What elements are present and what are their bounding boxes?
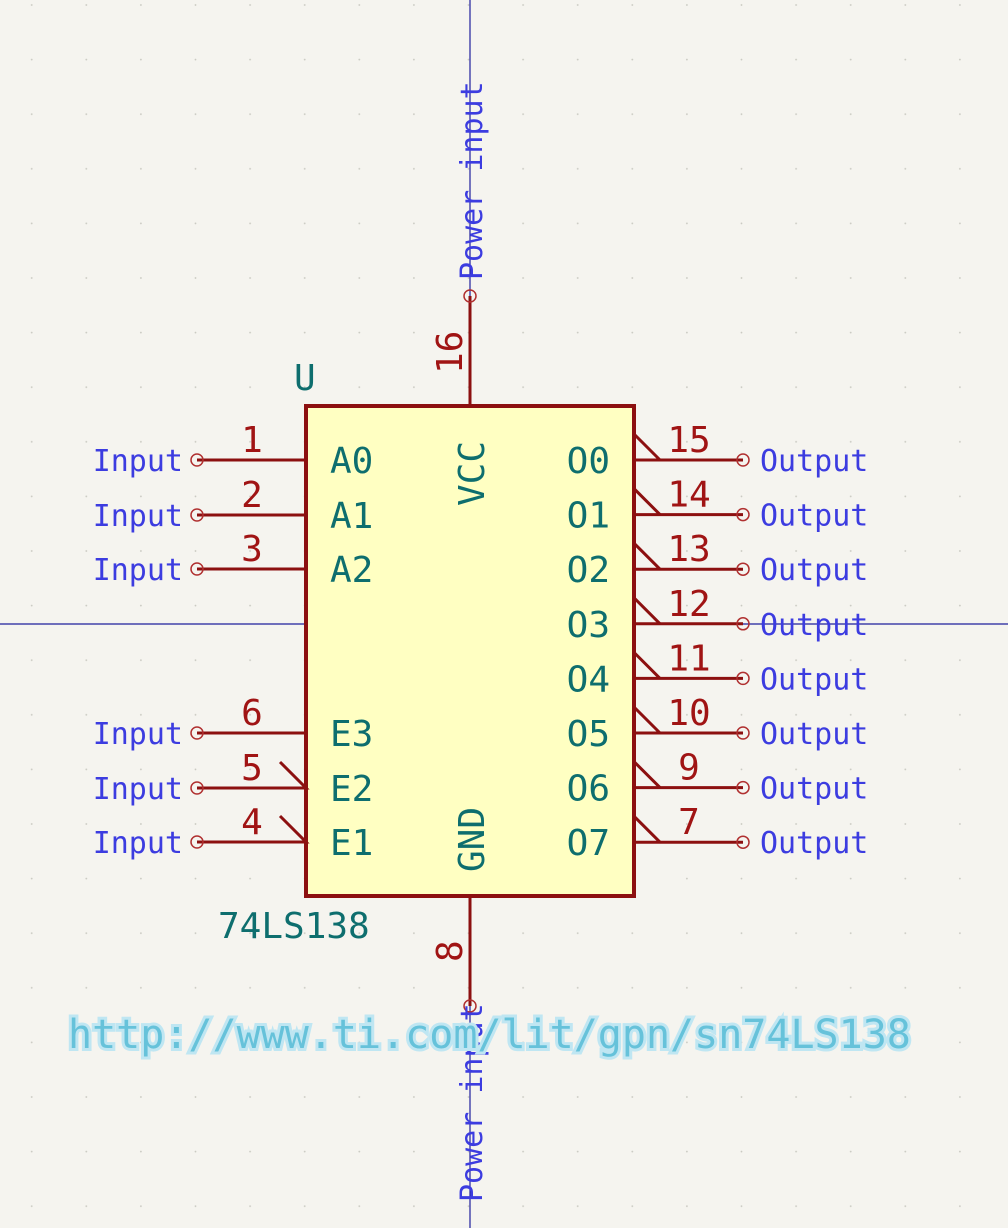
pin-gnd-terminal xyxy=(463,999,477,1013)
pin-e3-number: 6 xyxy=(241,693,263,734)
pin-vcc-number: 16 xyxy=(430,331,471,374)
pin-o1-type: Output xyxy=(760,499,868,534)
pin-e3-terminal xyxy=(190,726,204,740)
pin-o6-type: Output xyxy=(760,772,868,807)
pin-o3-name: O3 xyxy=(567,605,610,646)
pin-e1[interactable]: 4E1 Input xyxy=(93,802,374,864)
pin-o7[interactable]: 7O7 Output xyxy=(567,802,869,864)
component-value: 74LS138 xyxy=(218,906,370,947)
pin-o4-type: Output xyxy=(760,662,868,697)
pin-vcc-type: Power input xyxy=(455,81,490,280)
pin-a0-number: 1 xyxy=(241,420,263,461)
datasheet-url[interactable]: http://www.ti.com/lit/gpn/sn74LS138 xyxy=(65,1009,914,1061)
pin-o0-inversion-mark xyxy=(632,432,662,462)
pin-o6-name: O6 xyxy=(567,769,610,810)
pin-a1-terminal xyxy=(190,508,204,522)
pin-o2-terminal xyxy=(736,562,750,576)
pin-a2-terminal xyxy=(190,562,204,576)
pin-vcc-terminal xyxy=(463,289,477,303)
pin-o1-terminal xyxy=(736,507,750,522)
pin-o7-number: 7 xyxy=(678,802,700,843)
pin-o6[interactable]: 9O6 Output xyxy=(567,748,869,810)
pin-a1-number: 2 xyxy=(241,475,263,516)
pin-o1-number: 14 xyxy=(667,475,710,516)
pin-o6-terminal xyxy=(736,780,750,795)
pin-gnd-number: 8 xyxy=(430,940,471,962)
pin-e1-type: Input xyxy=(93,826,183,861)
pin-vcc-name: VCC xyxy=(452,441,493,506)
pin-o6-inversion-mark xyxy=(632,760,662,789)
pin-a2[interactable]: 3A2 Input xyxy=(93,529,374,591)
pin-e1-number: 4 xyxy=(241,802,263,843)
pin-gnd-type: Power input xyxy=(455,1003,490,1202)
pin-o7-type: Output xyxy=(760,826,868,861)
pin-o7-terminal xyxy=(736,835,750,849)
pin-o3-terminal xyxy=(736,617,750,631)
pin-a1[interactable]: 2A1 Input xyxy=(93,475,374,537)
pin-o2-number: 13 xyxy=(667,529,710,570)
pin-o2-inversion-mark xyxy=(632,542,662,571)
pin-o3-number: 12 xyxy=(667,584,710,625)
pin-o2-type: Output xyxy=(760,553,868,588)
pin-e2-terminal xyxy=(190,781,204,795)
pin-e1-terminal xyxy=(190,835,204,849)
pin-o5-name: O5 xyxy=(567,714,610,755)
pin-a1-name: A1 xyxy=(330,496,373,537)
pin-e2-type: Input xyxy=(93,772,183,807)
pin-e2-number: 5 xyxy=(241,748,263,789)
pin-a0-terminal xyxy=(190,453,204,467)
reference-designator: U xyxy=(294,358,316,399)
pin-e2[interactable]: 5E2 Input xyxy=(93,748,374,810)
pin-e2-name: E2 xyxy=(330,769,373,810)
pin-o1-name: O1 xyxy=(567,496,610,537)
pin-a0-type: Input xyxy=(93,444,183,479)
pin-a2-type: Input xyxy=(93,553,183,588)
pin-a1-type: Input xyxy=(93,499,183,534)
pin-o5-terminal xyxy=(736,726,750,740)
pin-o1-inversion-mark xyxy=(632,487,662,516)
pin-gnd[interactable]: 8 GND Power input xyxy=(430,807,493,1202)
pin-o0-name: O0 xyxy=(567,441,610,482)
pin-o7-name: O7 xyxy=(567,823,610,864)
pin-o5-number: 10 xyxy=(667,693,710,734)
pin-a0[interactable]: 1A0 Input xyxy=(93,420,374,482)
pin-a0-name: A0 xyxy=(330,441,373,482)
pin-o4-terminal xyxy=(736,671,750,686)
pin-o3-inversion-mark xyxy=(632,596,662,625)
pin-e3-name: E3 xyxy=(330,714,373,755)
pin-e3-type: Input xyxy=(93,717,183,752)
pin-o2-name: O2 xyxy=(567,550,610,591)
component-body[interactable] xyxy=(304,404,636,898)
pin-o4-inversion-mark xyxy=(632,651,662,680)
pin-o0-number: 15 xyxy=(667,420,710,461)
pin-e1-name: E1 xyxy=(330,823,373,864)
pin-e2-inversion-mark xyxy=(278,760,310,790)
pin-o3-type: Output xyxy=(760,608,868,643)
pin-o0-type: Output xyxy=(760,444,868,479)
pin-gnd-name: GND xyxy=(452,807,493,872)
pin-o5-type: Output xyxy=(760,717,868,752)
pin-a2-number: 3 xyxy=(241,529,263,570)
pin-o4-name: O4 xyxy=(567,659,610,700)
pin-e1-inversion-mark xyxy=(278,814,310,844)
pin-o7-inversion-mark xyxy=(632,815,662,844)
pin-vcc[interactable]: 16 VCC Power input xyxy=(430,81,493,506)
pin-o5-inversion-mark xyxy=(632,705,662,735)
pin-e3[interactable]: 6E3 Input xyxy=(93,693,374,755)
pin-o6-number: 9 xyxy=(678,748,700,789)
pin-a2-name: A2 xyxy=(330,550,373,591)
pin-o0-terminal xyxy=(736,453,750,467)
left-pins: 1A0Input2A1Input3A2Input6E3Input5E2Input… xyxy=(93,420,374,864)
pin-o4-number: 11 xyxy=(667,638,710,679)
